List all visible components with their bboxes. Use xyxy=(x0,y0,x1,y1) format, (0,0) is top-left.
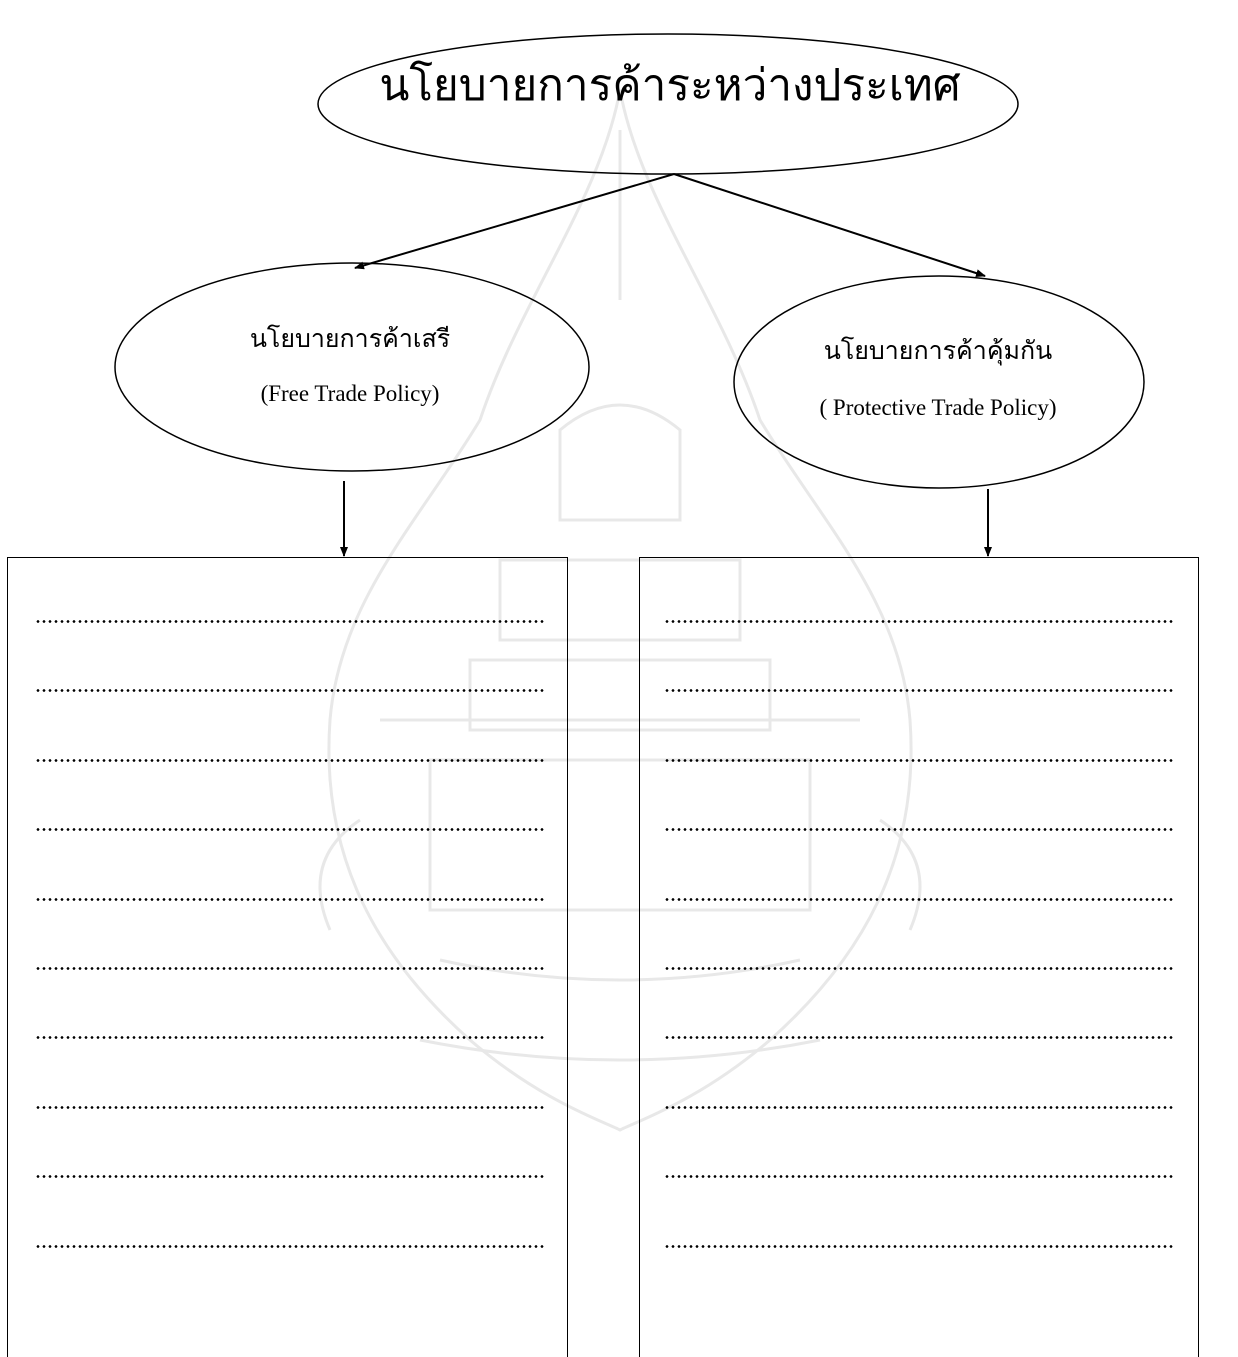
answer-line[interactable] xyxy=(35,967,545,970)
answer-line[interactable] xyxy=(35,897,545,901)
answer-line[interactable] xyxy=(664,758,1174,762)
answer-line[interactable] xyxy=(664,967,1174,970)
right-branch-ellipse xyxy=(733,275,1145,489)
root-label: นโยบายการค้าระหว่างประเทศ xyxy=(379,61,961,110)
left-branch-ellipse xyxy=(114,262,590,472)
protective-trade-answer-box xyxy=(639,557,1199,1357)
free-trade-subtitle: (Free Trade Policy) xyxy=(260,381,440,406)
answer-line[interactable] xyxy=(664,828,1174,832)
answer-line[interactable] xyxy=(664,1244,1174,1248)
connector-root-to-right xyxy=(673,173,986,277)
answer-line[interactable] xyxy=(35,1036,545,1040)
answer-line[interactable] xyxy=(664,620,1174,623)
free-trade-answer-box xyxy=(7,557,568,1357)
answer-line[interactable] xyxy=(35,1105,545,1109)
protective-trade-title: นโยบายการค้าคุ้มกัน xyxy=(823,338,1053,365)
connector-root-to-left xyxy=(354,173,675,270)
protective-trade-subtitle: ( Protective Trade Policy) xyxy=(819,395,1057,420)
answer-line[interactable] xyxy=(664,1036,1174,1040)
answer-line[interactable] xyxy=(664,897,1174,901)
answer-line[interactable] xyxy=(35,1244,545,1248)
free-trade-title: นโยบายการค้าเสรี xyxy=(249,326,451,353)
answer-line[interactable] xyxy=(35,620,545,623)
answer-line[interactable] xyxy=(35,689,545,693)
answer-line[interactable] xyxy=(35,1175,545,1179)
answer-line[interactable] xyxy=(664,689,1174,693)
root-ellipse xyxy=(317,33,1019,175)
answer-line[interactable] xyxy=(35,758,545,762)
answer-line[interactable] xyxy=(664,1105,1174,1109)
answer-line[interactable] xyxy=(664,1175,1174,1179)
answer-line[interactable] xyxy=(35,828,545,832)
